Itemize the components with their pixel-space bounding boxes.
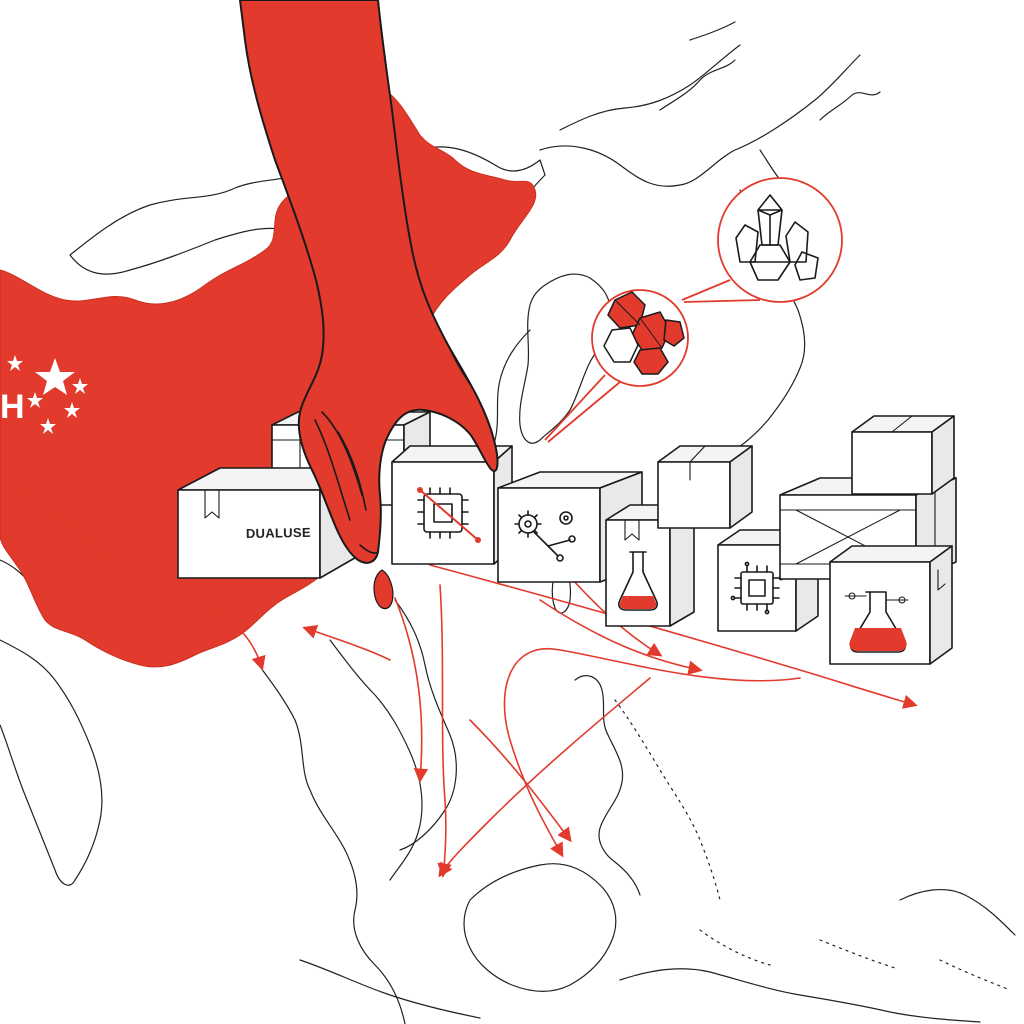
philippines-islands (614, 699, 721, 901)
route-arrow-7 (469, 719, 572, 843)
dual-use-label: DUALUSE (246, 525, 311, 541)
chip-icon (417, 487, 469, 539)
flask-icon (618, 551, 658, 611)
route-arrow-5 (503, 647, 801, 858)
indonesia-islands (699, 929, 1011, 991)
route-arrow-4 (394, 597, 429, 783)
dual-use-box: DUALUSE (177, 467, 361, 579)
star-small-5 (7, 355, 23, 371)
star-small-1 (72, 378, 88, 394)
route-arrow-8 (302, 624, 391, 661)
route-arrow-3 (437, 584, 452, 878)
star-large (35, 358, 75, 395)
chip-box (391, 445, 513, 565)
flag-fragment-text: H (0, 388, 25, 426)
lab-flask-box (829, 545, 953, 665)
red-crystal-icon (603, 291, 685, 375)
reaching-hand (239, 0, 499, 564)
russia-east-outline (539, 44, 861, 187)
cargo-boxes: DUALUSE (177, 411, 957, 665)
route-arrow-6 (438, 677, 651, 878)
crystal-callout-large (681, 177, 843, 303)
star-small-3 (27, 392, 43, 408)
japan-north-outline (659, 21, 881, 121)
philippines-outline (574, 675, 641, 896)
borneo-outline (463, 863, 617, 992)
flag-stars (7, 355, 88, 434)
arm (239, 0, 499, 564)
indonesia-outline (299, 889, 1016, 1023)
route-arrow-1 (0, 479, 266, 671)
indochina-outline (254, 639, 423, 1024)
lab-flask-icon (844, 591, 909, 653)
crystal-icon (735, 194, 819, 281)
mongolia-outline (69, 146, 546, 275)
top-right-box (851, 415, 955, 495)
star-small-2 (64, 402, 80, 418)
india-outline (0, 639, 103, 886)
vietnam-coast-outline (394, 599, 457, 851)
route-arrow-9 (539, 599, 703, 675)
route-arrow-2 (429, 564, 918, 709)
star-small-4 (40, 418, 56, 434)
crystal-callout-small (544, 289, 689, 443)
circuit-chip-icon (730, 561, 784, 615)
taped-box-back (657, 445, 753, 529)
gears-icon (514, 510, 576, 562)
korea-outline (519, 273, 611, 444)
taiwan-region (373, 569, 394, 610)
